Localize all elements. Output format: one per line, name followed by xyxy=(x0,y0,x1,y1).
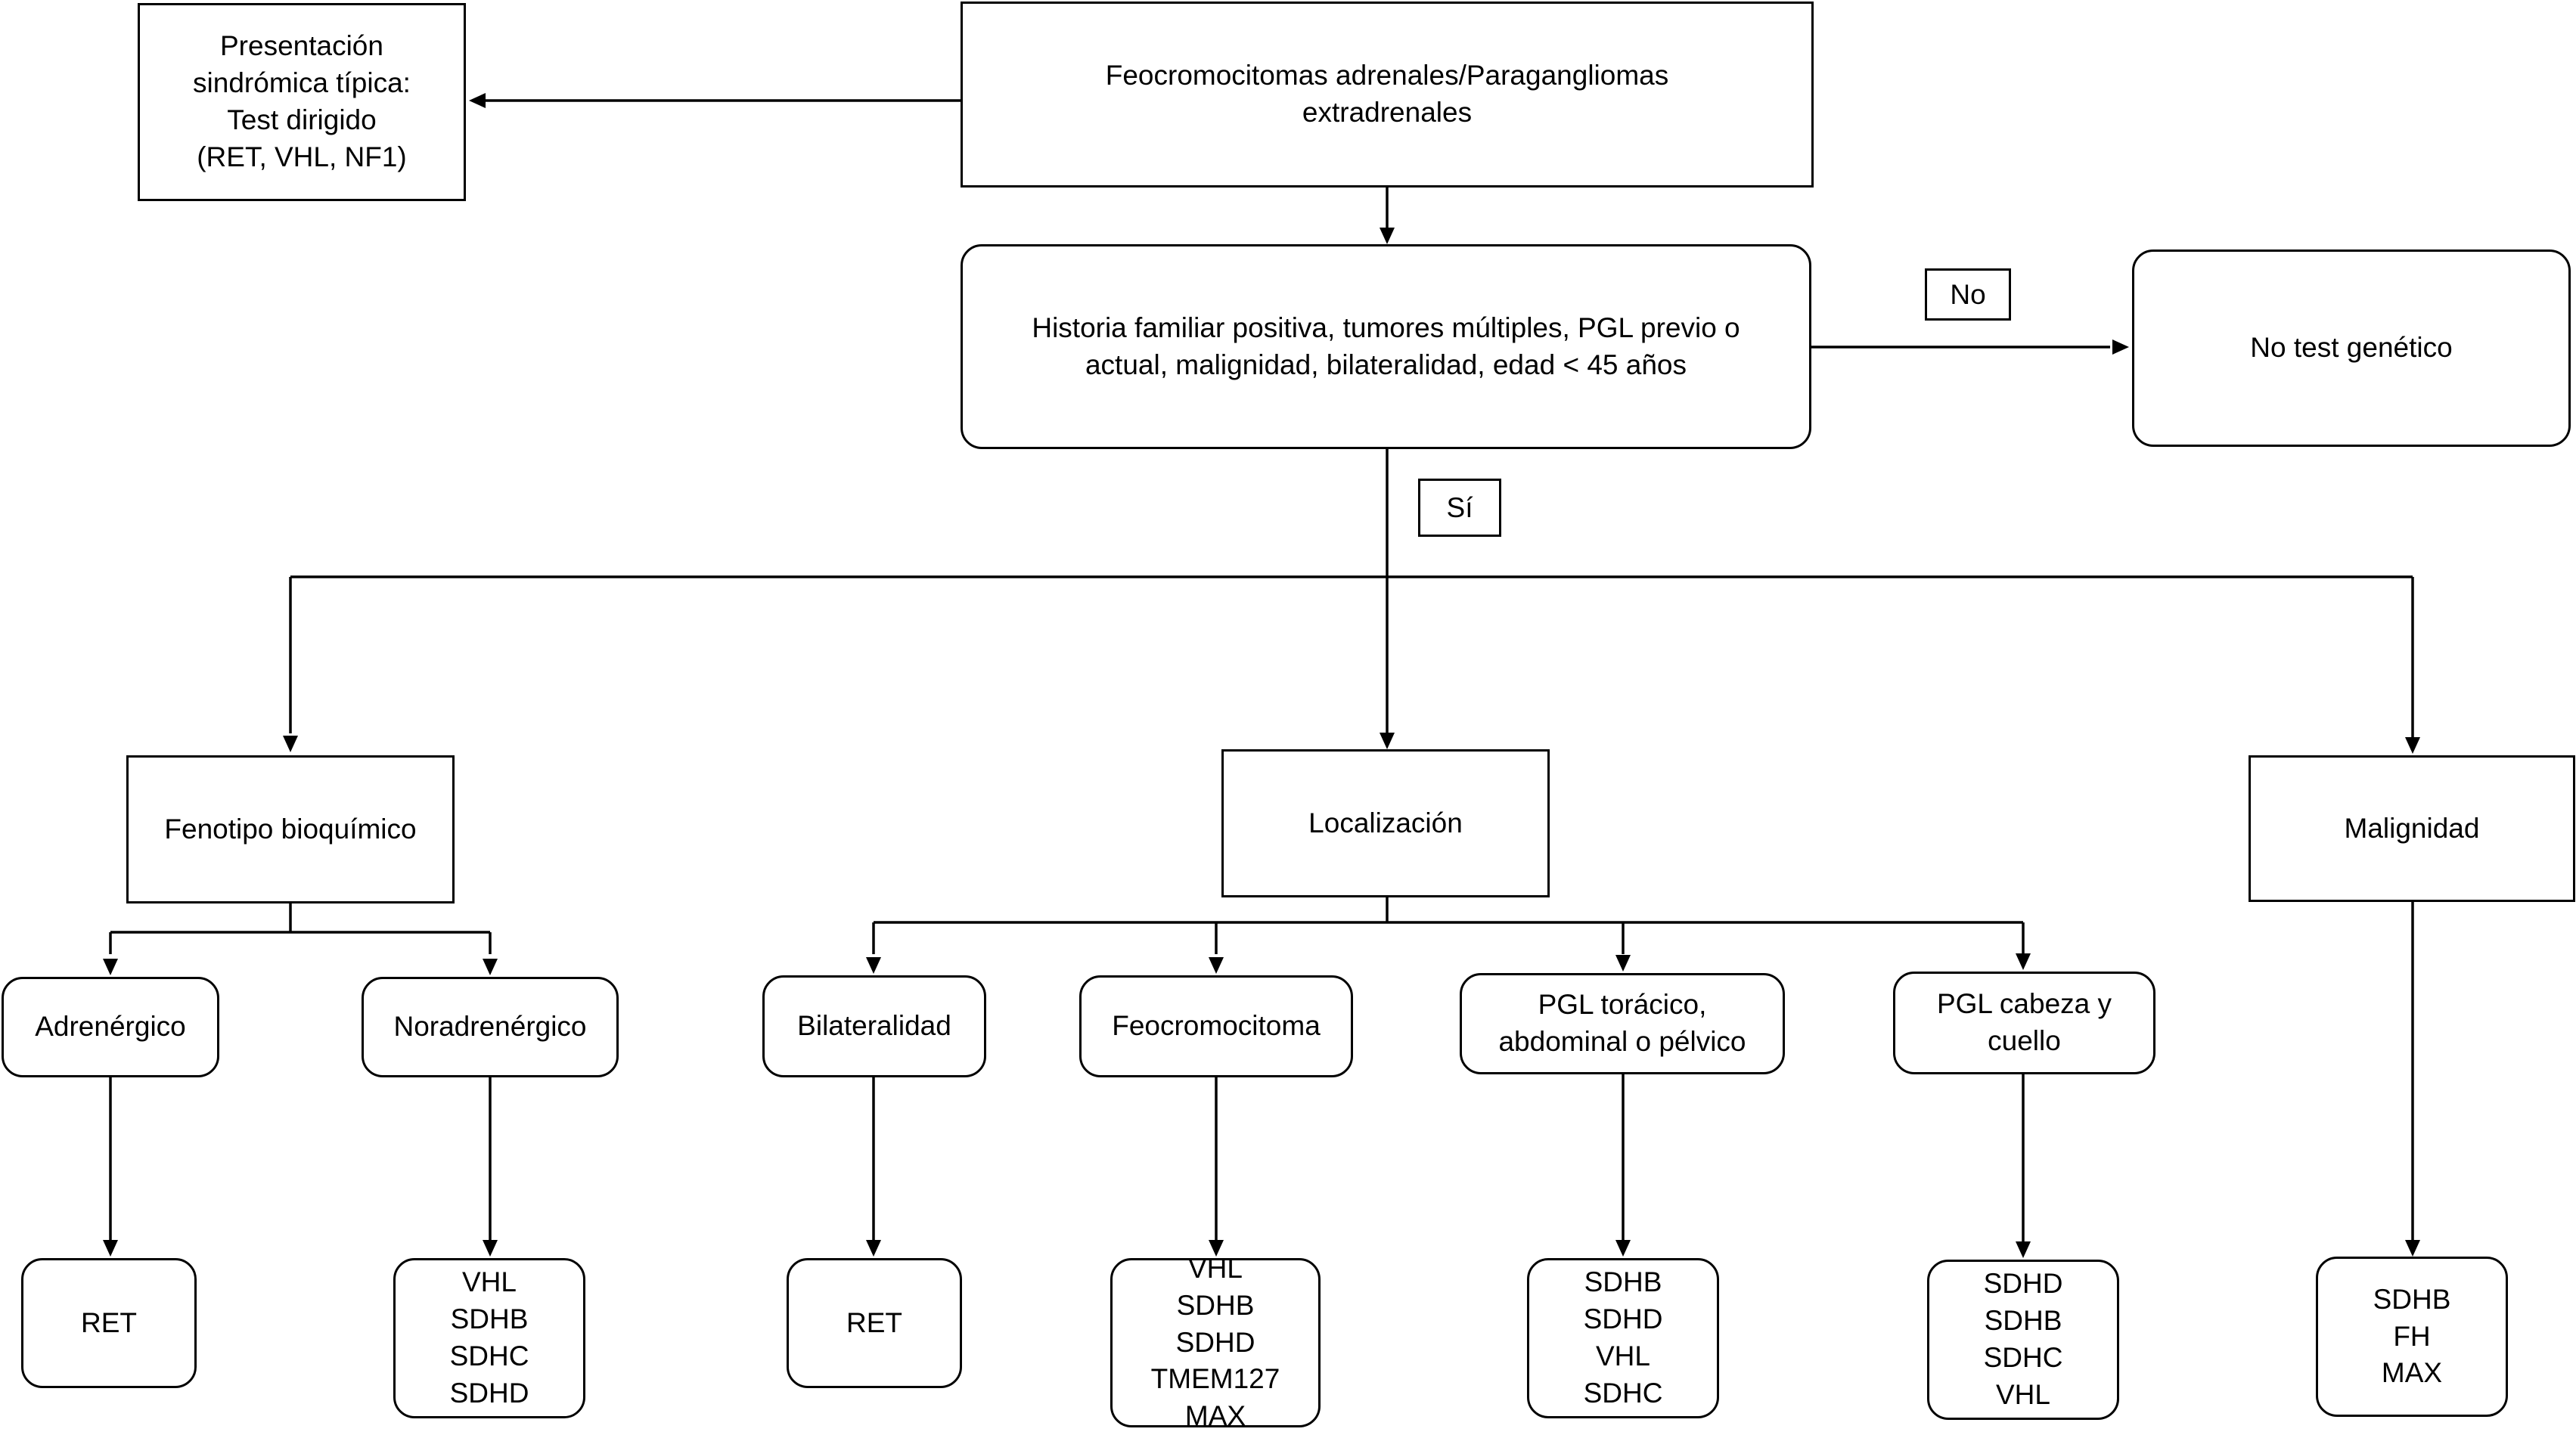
genes-pgl-head-neck: SDHD SDHB SDHC VHL xyxy=(1927,1260,2119,1420)
arrowhead-criteria xyxy=(1380,228,1395,244)
criteria-text: Historia familiar positiva, tumores múlt… xyxy=(1032,311,1740,380)
arrowhead-biochemical xyxy=(283,736,298,752)
arrowhead-genes-head xyxy=(2016,1241,2031,1258)
arrowhead-syndromic xyxy=(469,93,486,108)
syndromic-node: Presentación sindrómica típica: Test dir… xyxy=(138,3,466,201)
arrowhead-genes-mal xyxy=(2405,1240,2420,1257)
noradrenergic-node: Noradrenérgico xyxy=(362,977,619,1077)
bilaterality-text: Bilateralidad xyxy=(797,1010,951,1042)
genes-bilaterality-text: RET xyxy=(846,1306,902,1338)
genes-noradrenergic: VHL SDHB SDHC SDHD xyxy=(393,1258,585,1418)
arrowhead-bilaterality xyxy=(866,957,881,974)
location-text: Localización xyxy=(1308,807,1463,838)
genes-noradrenergic-text: VHL SDHB SDHC SDHD xyxy=(449,1266,529,1409)
pgl-thoracic-node: PGL torácico, abdominal o pélvico xyxy=(1460,973,1785,1074)
malignancy-text: Malignidad xyxy=(2344,812,2480,844)
pgl-thoracic-text: PGL torácico, abdominal o pélvico xyxy=(1498,989,1746,1057)
arrowhead-pheo xyxy=(1209,957,1224,974)
arrowhead-genes-bil xyxy=(866,1240,881,1257)
genes-pgl-head-neck-text: SDHD SDHB SDHC VHL xyxy=(1983,1268,2063,1410)
root-node: Feocromocitomas adrenales/Paragangliomas… xyxy=(961,2,1814,188)
criteria-node: Historia familiar positiva, tumores múlt… xyxy=(961,244,1811,449)
arrowhead-notest xyxy=(2112,339,2129,355)
genes-pgl-thoracic-text: SDHB SDHD VHL SDHC xyxy=(1583,1266,1663,1409)
root-text: Feocromocitomas adrenales/Paragangliomas… xyxy=(1105,60,1669,128)
genes-pheo: VHL SDHB SDHD TMEM127 MAX xyxy=(1110,1253,1321,1431)
arrowhead-malignancy xyxy=(2405,737,2420,754)
genes-pheo-text: VHL SDHB SDHD TMEM127 MAX xyxy=(1150,1252,1280,1432)
noradrenergic-text: Noradrenérgico xyxy=(393,1011,587,1043)
no-label-text: No xyxy=(1950,278,1986,310)
location-node: Localización xyxy=(1221,749,1550,897)
genes-adrenergic-text: RET xyxy=(81,1306,137,1338)
genes-malignancy-text: SDHB FH MAX xyxy=(2373,1283,2451,1389)
malignancy-node: Malignidad xyxy=(2249,755,2575,902)
no-label: No xyxy=(1925,268,2011,321)
arrowhead-genes-pheo xyxy=(1209,1240,1224,1257)
arrowhead-adrenergic xyxy=(103,959,118,975)
yes-label: Sí xyxy=(1418,479,1501,537)
arrowhead-genes-thor xyxy=(1615,1240,1631,1257)
arrowhead-thoracic xyxy=(1615,955,1631,972)
adrenergic-text: Adrenérgico xyxy=(35,1011,186,1043)
pheo-node: Feocromocitoma xyxy=(1079,975,1353,1077)
yes-label-text: Sí xyxy=(1446,491,1473,523)
arrowhead-genes-nor xyxy=(483,1240,498,1257)
no-test-node: No test genético xyxy=(2132,249,2571,447)
genes-bilaterality: RET xyxy=(787,1258,962,1388)
bilaterality-node: Bilateralidad xyxy=(762,975,986,1077)
biochemical-node: Fenotipo bioquímico xyxy=(126,755,455,903)
arrowhead-location xyxy=(1380,733,1395,749)
adrenergic-node: Adrenérgico xyxy=(2,977,219,1077)
syndromic-text: Presentación sindrómica típica: Test dir… xyxy=(193,30,411,172)
pheo-text: Feocromocitoma xyxy=(1112,1010,1321,1042)
arrowhead-noradrenergic xyxy=(483,959,498,975)
no-test-text: No test genético xyxy=(2250,332,2453,364)
genes-malignancy: SDHB FH MAX xyxy=(2316,1257,2508,1417)
biochemical-text: Fenotipo bioquímico xyxy=(164,813,417,845)
arrowhead-genes-adr xyxy=(103,1240,118,1257)
genes-pgl-thoracic: SDHB SDHD VHL SDHC xyxy=(1527,1258,1719,1418)
arrowhead-headneck xyxy=(2016,953,2031,970)
genes-adrenergic: RET xyxy=(21,1258,197,1388)
pgl-head-neck-node: PGL cabeza y cuello xyxy=(1893,972,2155,1074)
pgl-head-neck-text: PGL cabeza y cuello xyxy=(1936,988,2112,1056)
